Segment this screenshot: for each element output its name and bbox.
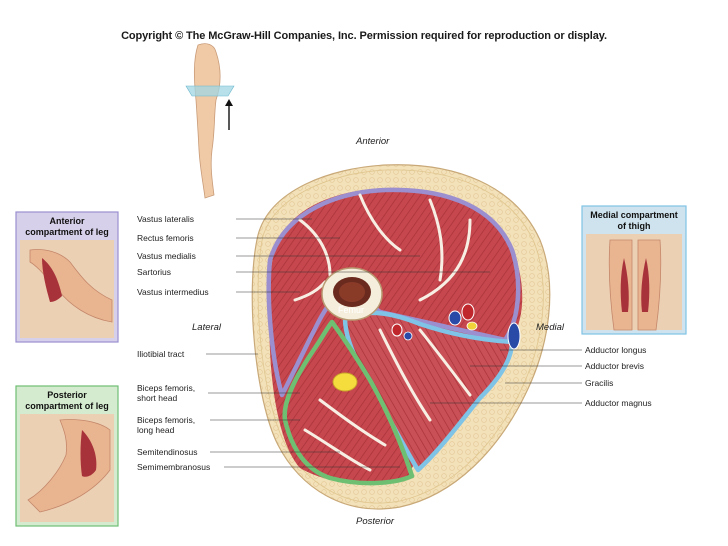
anterior-leg-panel: Anterior compartment of leg bbox=[16, 212, 118, 240]
lateral-label: Lateral bbox=[192, 322, 222, 333]
label-rectus-femoris: Rectus femoris bbox=[137, 233, 194, 243]
label-biceps-femoris-short: Biceps femoris, short head bbox=[137, 383, 196, 403]
cross-section bbox=[251, 164, 551, 510]
label-semitendinosus: Semitendinosus bbox=[137, 447, 198, 457]
medial-thigh-inset bbox=[581, 205, 687, 335]
label-adductor-magnus: Adductor magnus bbox=[585, 398, 652, 408]
femur-label: Femur bbox=[338, 305, 365, 315]
label-adductor-longus: Adductor longus bbox=[585, 345, 647, 355]
leg-orientation-figure bbox=[185, 43, 235, 199]
label-iliotibial-tract: Iliotibial tract bbox=[137, 349, 185, 359]
label-gracilis: Gracilis bbox=[585, 378, 614, 388]
posterior-leg-title: Posterior compartment of leg bbox=[25, 390, 109, 411]
label-vastus-lateralis: Vastus lateralis bbox=[137, 214, 195, 224]
anterior-leg-inset bbox=[15, 211, 119, 343]
label-semimembranosus: Semimembranosus bbox=[137, 462, 211, 472]
posterior-leg-inset bbox=[15, 385, 119, 527]
copyright-notice: Copyright © The McGraw-Hill Companies, I… bbox=[121, 30, 607, 42]
label-adductor-brevis: Adductor brevis bbox=[585, 361, 645, 371]
label-biceps-femoris-long: Biceps femoris, long head bbox=[137, 415, 196, 435]
label-vastus-medialis: Vastus medialis bbox=[137, 251, 196, 261]
label-vastus-intermedius: Vastus intermedius bbox=[137, 287, 209, 297]
anterior-leg-title: Anterior compartment of leg bbox=[25, 216, 109, 237]
medial-thigh-panel: Medial compartment of thigh bbox=[582, 206, 686, 234]
left-leader-lines bbox=[206, 218, 490, 468]
medial-label: Medial bbox=[536, 322, 564, 333]
label-sartorius: Sartorius bbox=[137, 267, 172, 277]
posterior-leg-panel: Posterior compartment of leg bbox=[16, 386, 118, 414]
medial-thigh-title: Medial compartment of thigh bbox=[590, 210, 678, 231]
right-leader-lines bbox=[430, 349, 582, 404]
posterior-label: Posterior bbox=[356, 516, 395, 527]
anterior-label: Anterior bbox=[356, 136, 390, 147]
